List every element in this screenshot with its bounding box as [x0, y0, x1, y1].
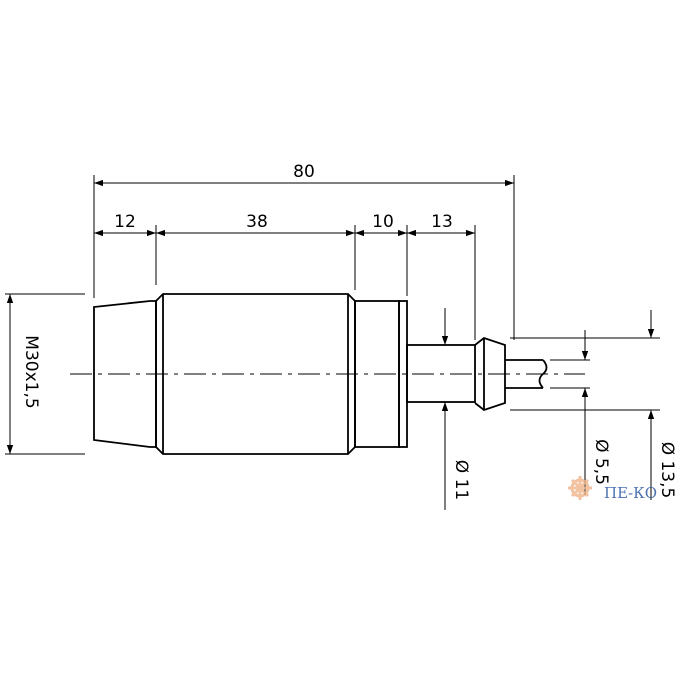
watermark-logo: ПЕ-КО	[568, 476, 657, 502]
dim-label-10: 10	[372, 212, 394, 232]
dim-label-outer-diameter: Ø 13,5	[657, 442, 675, 499]
extension-lines	[5, 175, 660, 510]
dim-label-cable-diameter: Ø 5,5	[591, 439, 611, 485]
dim-label-80: 80	[293, 162, 315, 182]
gear-icon	[568, 476, 592, 500]
dim-label-thread: M30x1,5	[21, 335, 41, 408]
dim-label-13: 13	[431, 212, 453, 232]
dim-label-gland-diameter: Ø 11	[451, 460, 471, 500]
dim-label-12: 12	[114, 212, 136, 232]
dimension-lines	[6, 179, 655, 500]
dim-label-38: 38	[246, 212, 268, 232]
cable-gland	[406, 344, 476, 403]
watermark-brand: ПЕ-КО	[604, 484, 657, 502]
